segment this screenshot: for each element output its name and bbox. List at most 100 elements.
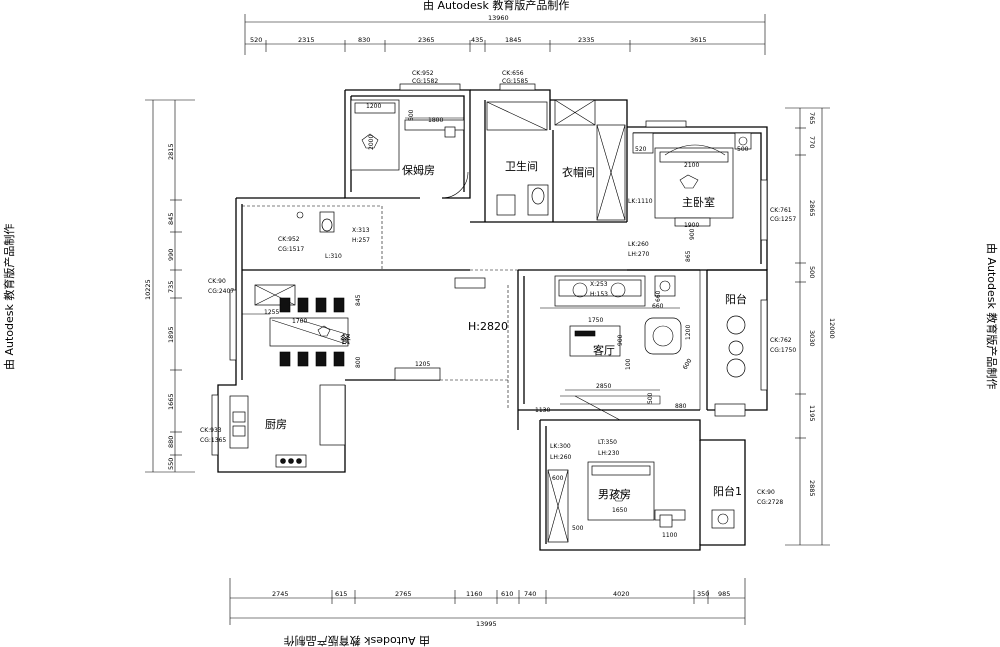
left-dim-5: 1895 [167, 326, 175, 343]
corridor-area: CK:952 CG:1517 X:313 H:257 L:310 [241, 205, 383, 271]
watermark-right: 由 Autodesk 教育版产品制作 [985, 243, 999, 389]
bal1-ck: CK:90 [757, 489, 775, 496]
bottom-total: 13995 [476, 620, 497, 628]
room-boy: 男孩房 [598, 488, 631, 501]
living-660b: 660 [652, 303, 664, 310]
top-dim-3: 830 [358, 36, 370, 44]
right-dimensions: 765 770 2865 500 3030 1195 2885 12000 [785, 107, 836, 546]
bottom-dimensions: 2745 615 2765 1160 610 740 4020 350 985 … [229, 578, 746, 628]
bottom-dim-1: 2745 [272, 590, 289, 598]
living-500: 500 [647, 392, 654, 404]
living-900: 900 [617, 334, 624, 346]
balcony-furniture: CK:762 CG:1750 阳台 [725, 292, 796, 378]
top-dim-7: 2335 [578, 36, 595, 44]
dining-table-w: 1700 [292, 318, 307, 325]
bath-cg: CG:1517 [278, 246, 304, 253]
right-dim-2: 770 [808, 136, 816, 148]
bottom-dim-5: 610 [501, 590, 513, 598]
balcony-cg: CG:1750 [770, 347, 796, 354]
living-880: 880 [675, 403, 687, 410]
master-865: 865 [685, 250, 692, 262]
top-dim-4: 2365 [418, 36, 435, 44]
room-balcony1: 阳台1 [713, 484, 742, 498]
living-1200: 1200 [685, 325, 692, 340]
top-dim-1: 520 [250, 36, 262, 44]
master-520: 520 [635, 146, 647, 153]
master-900: 900 [689, 228, 696, 240]
master-500: 500 [737, 146, 749, 153]
top-dim-8: 3615 [690, 36, 707, 44]
bottom-dim-2: 615 [335, 590, 347, 598]
room-bath: 卫生间 [505, 159, 538, 173]
left-dim-8: 550 [167, 458, 175, 470]
left-dim-4: 735 [167, 281, 175, 293]
living-1130: 1130 [535, 407, 550, 414]
left-dim-7: 880 [167, 436, 175, 448]
closet-cg: CG:1585 [502, 78, 528, 85]
kitchen-furniture: CK:933 CG:1365 厨房 [200, 384, 346, 468]
boy-lh: LH:260 [550, 454, 572, 461]
right-dim-6: 1195 [808, 405, 816, 422]
right-dim-3: 2865 [808, 200, 816, 217]
left-dim-1: 2815 [167, 143, 175, 160]
top-dim-5: 435 [471, 36, 483, 44]
top-dim-6: 1845 [505, 36, 522, 44]
master-bed-w: 2100 [684, 162, 699, 169]
right-dim-5: 3030 [808, 330, 816, 347]
windows [211, 83, 768, 456]
dining-845: 845 [355, 294, 362, 306]
left-dim-6: 1665 [167, 393, 175, 410]
master-bed-h: 1900 [684, 222, 699, 229]
bottom-dim-3: 2765 [395, 590, 412, 598]
nanny-desk-w: 1800 [428, 117, 443, 124]
bottom-dim-8: 350 [697, 590, 709, 598]
living-600: 600 [682, 357, 694, 371]
boy-500: 500 [572, 525, 584, 532]
master-ck: CK:761 [770, 207, 792, 214]
living-2850: 2850 [596, 383, 611, 390]
bottom-dim-4: 1160 [466, 590, 483, 598]
left-total: 10225 [144, 279, 152, 300]
boy-1100: 1100 [662, 532, 677, 539]
dining-cg: CG:2407 [208, 288, 234, 295]
boy-lh2: LH:230 [598, 450, 620, 457]
watermark-left: 由 Autodesk 教育版产品制作 [2, 224, 16, 370]
boy-room-furniture: LK:300 LH:260 LT:350 LH:230 600 1650 500… [547, 439, 783, 543]
ceiling-height: H:2820 [468, 320, 508, 333]
room-master: 主卧室 [682, 195, 715, 209]
boy-600: 600 [552, 475, 564, 482]
boy-lt: LT:350 [598, 439, 617, 446]
closet-ck: CK:656 [502, 70, 524, 77]
bath-closet-furniture: CK:656 CG:1585 卫生间 衣帽间 [486, 70, 626, 221]
room-living: 客厅 [593, 343, 615, 357]
right-dim-7: 2885 [808, 480, 816, 497]
bal1-cg: CG:2728 [757, 499, 783, 506]
nanny-bed-w: 1200 [366, 103, 381, 110]
kitchen-ck: CK:933 [200, 427, 222, 434]
kitchen-cg: CG:1365 [200, 437, 226, 444]
sofa-x: X:253 [590, 281, 608, 288]
right-dim-1: 765 [808, 112, 816, 124]
bottom-dim-6: 740 [524, 590, 536, 598]
bath-h: H:257 [352, 237, 370, 244]
bottom-dim-7: 4020 [613, 590, 630, 598]
room-nanny: 保姆房 [402, 163, 435, 177]
nanny-desk [404, 119, 465, 131]
dining-furniture: 1255 1700 845 800 1205 CK:90 CG:2407 餐 [208, 278, 430, 368]
bath-l: L:310 [325, 253, 342, 260]
living-tv: 1750 [588, 317, 603, 324]
right-total: 12000 [828, 318, 836, 339]
room-closet: 衣帽间 [562, 165, 595, 179]
watermark-bottom: 由 Autodesk 教育版产品制作 [284, 634, 430, 647]
room-kitchen: 厨房 [265, 418, 287, 431]
nanny-cg: CG:1582 [412, 78, 438, 85]
bath-ck: CK:952 [278, 236, 300, 243]
master-lkb: LK:260 [628, 241, 649, 248]
top-dimensions: 13960 520 2315 830 2365 435 1845 2335 36… [244, 14, 766, 55]
living-100: 100 [625, 358, 632, 370]
watermark-top: 由 Autodesk 教育版产品制作 [423, 0, 569, 12]
master-room-furniture: 520 500 2100 1900 900 865 LK:1110 LK:260… [628, 132, 796, 262]
dining-800: 800 [355, 356, 362, 368]
left-dimensions: 10225 2815 845 990 735 1895 1665 880 550 [144, 99, 195, 473]
living-furniture: X:253 H:153 1750 900 1200 660 660 600 28… [535, 275, 694, 421]
